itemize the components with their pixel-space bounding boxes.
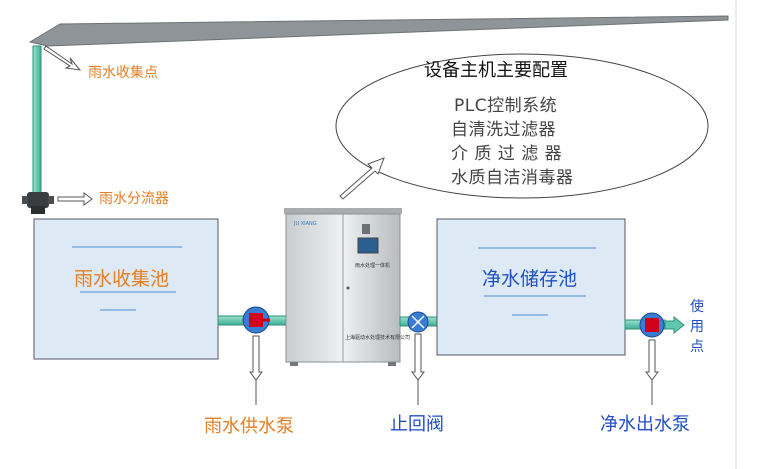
- clean-pump-label: 净水出水泵: [600, 414, 690, 435]
- collection-point-arrow: [43, 45, 82, 71]
- downpipe: [32, 45, 42, 197]
- rain-diverter: [22, 192, 54, 214]
- clean-pump-pointer: [645, 339, 659, 405]
- rain-supply-pump[interactable]: [242, 306, 270, 334]
- cabinet-company: 上海驱动水处理技术有限公司: [345, 335, 411, 341]
- rain-pump-label: 雨水供水泵: [204, 416, 294, 437]
- rain-collection-point-label: 雨水收集点: [88, 65, 158, 81]
- clean-tank-label: 净水储存池: [482, 268, 578, 290]
- clean-water-pump[interactable]: [639, 312, 665, 338]
- use-point-char-1: 使: [690, 299, 704, 315]
- config-item-plc: PLC控制系统: [454, 96, 558, 116]
- config-title: 设备主机主要配置: [424, 60, 568, 81]
- use-point-char-2: 用: [690, 319, 704, 335]
- check-valve[interactable]: [407, 311, 429, 333]
- diverter-arrow: [57, 192, 93, 206]
- rain-tank: [33, 218, 219, 360]
- valve-pointer: [411, 333, 425, 405]
- config-item-self-cleaning-filter: 自清洗过滤器: [451, 120, 556, 140]
- rain-pump-pointer: [249, 335, 263, 405]
- rain-tank-label: 雨水收集池: [74, 268, 170, 290]
- cabinet-panel-text: 雨水处理一体机: [355, 263, 391, 269]
- equipment-cabinet: [284, 208, 402, 366]
- cabinet-brand: JU XIANG: [294, 221, 317, 227]
- config-bubble: [335, 53, 709, 199]
- config-item-disinfector: 水质自洁消毒器: [451, 168, 574, 188]
- roof: [28, 15, 729, 47]
- config-arrow: [339, 157, 385, 200]
- use-point-char-3: 点: [690, 339, 704, 355]
- clean-tank: [436, 218, 626, 356]
- config-item-media-filter: 介 质 过 滤 器: [451, 144, 563, 164]
- check-valve-label: 止回阀: [390, 414, 444, 435]
- rain-diverter-label: 雨水分流器: [99, 191, 169, 207]
